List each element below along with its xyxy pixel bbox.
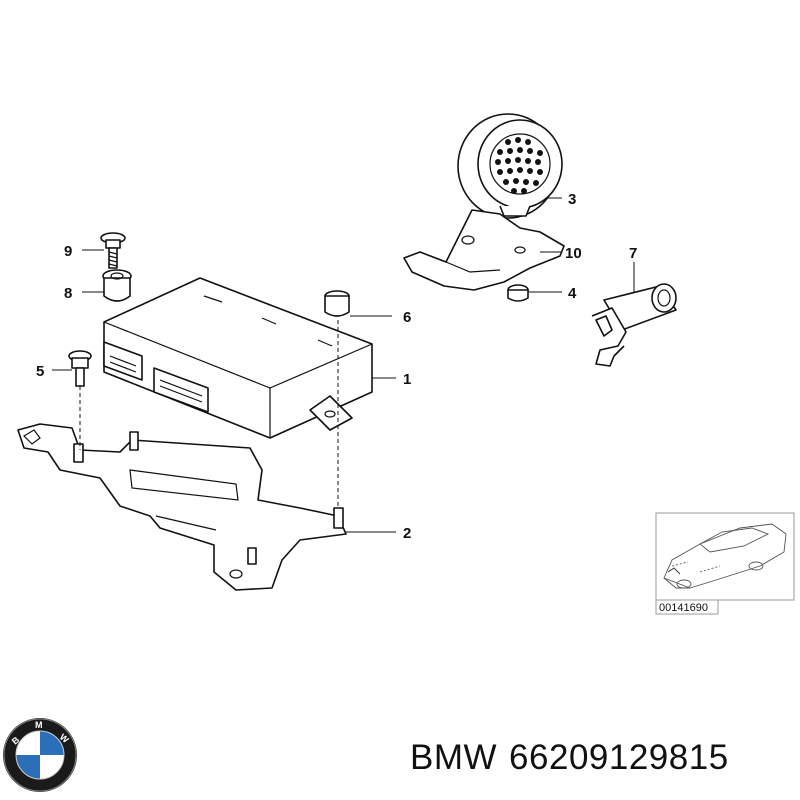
- callout-4: 4: [568, 285, 577, 302]
- logo-letter-m: M: [35, 720, 43, 730]
- nut: [324, 290, 350, 317]
- vehicle-thumbnail: 00141690: [655, 512, 795, 615]
- part-number: 66209129815: [509, 738, 729, 777]
- callout-8: 8: [64, 285, 72, 302]
- speaker-grille: [495, 137, 543, 194]
- control-unit: [103, 277, 373, 439]
- screw: [68, 350, 92, 387]
- callout-6: 6: [403, 309, 411, 326]
- bolt: [100, 232, 126, 269]
- callout-9: 9: [64, 243, 72, 260]
- part-number-caption: BMW 66209129815: [410, 738, 790, 788]
- car-icon: [663, 523, 787, 589]
- logo-letter-b: B: [10, 734, 22, 746]
- brand-name: BMW: [410, 738, 498, 777]
- callout-2: 2: [403, 525, 411, 542]
- callout-5: 5: [36, 363, 44, 380]
- speaker-bracket: [403, 209, 565, 291]
- callout-7: 7: [629, 245, 637, 262]
- callout-3: 3: [568, 191, 576, 208]
- sensor: [591, 283, 677, 367]
- callout-10: 10: [565, 245, 582, 262]
- small-nut: [507, 284, 529, 302]
- leader-lines: [52, 197, 635, 533]
- thumbnail-code: 00141690: [659, 602, 708, 614]
- bmw-logo: B M W: [3, 718, 77, 792]
- grommet: [102, 269, 132, 302]
- mounting-bracket: [17, 423, 347, 591]
- speaker: [457, 113, 563, 219]
- callout-1: 1: [403, 371, 411, 388]
